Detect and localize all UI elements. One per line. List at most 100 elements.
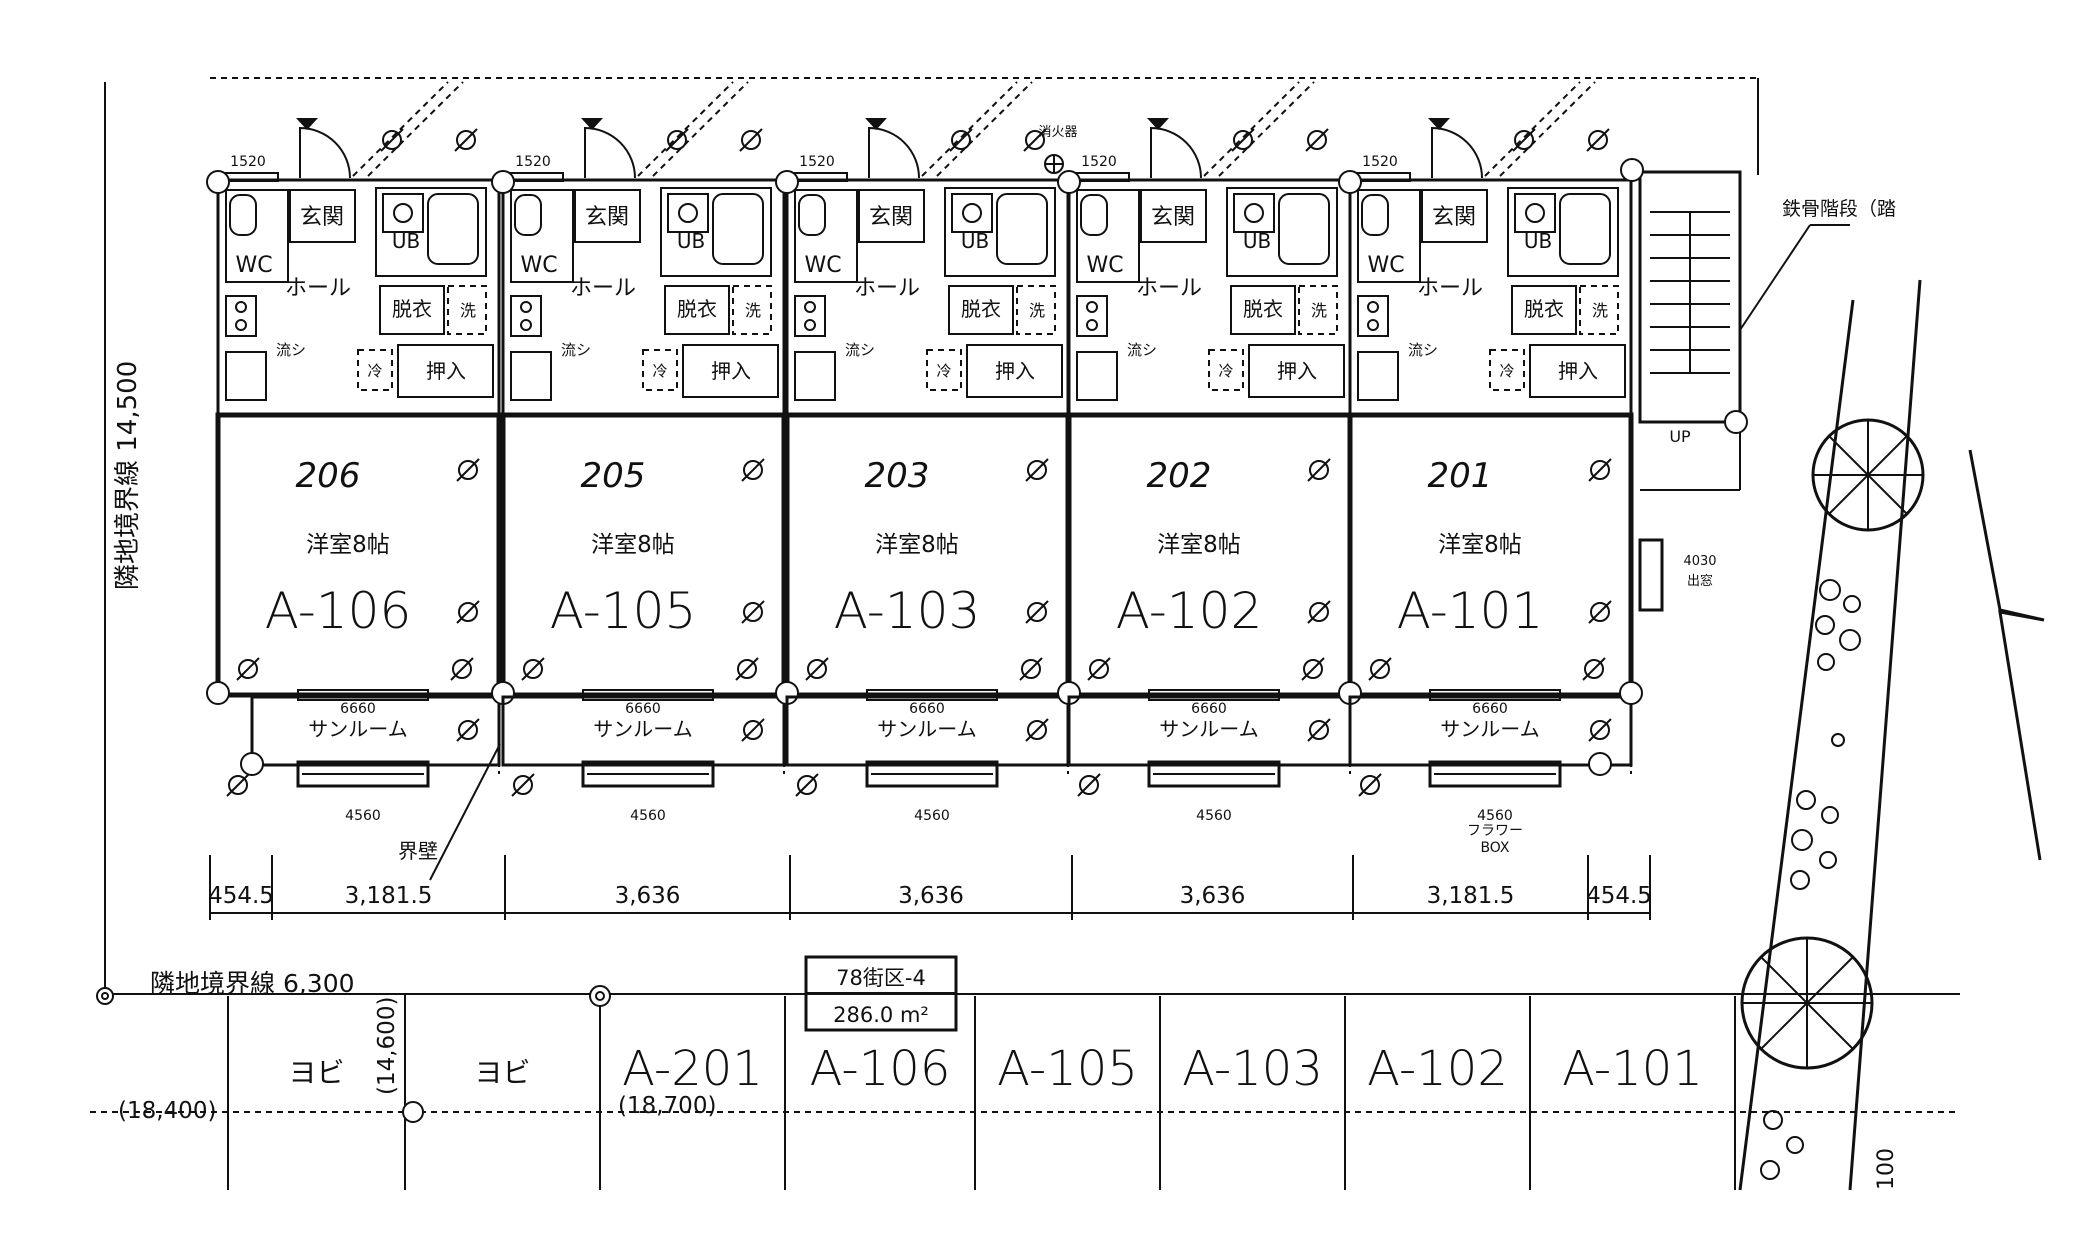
guide-line	[352, 81, 449, 177]
planting-strip	[1738, 279, 1925, 1191]
burner	[1086, 301, 1098, 313]
fridge-label: 冷	[367, 362, 382, 380]
toilet-icon	[229, 194, 257, 236]
closet	[682, 344, 779, 398]
toilet-icon	[798, 194, 826, 236]
burner	[804, 301, 816, 313]
guide-line	[1203, 81, 1300, 177]
sunroom-dim: 6660	[1472, 701, 1508, 717]
wash-label: 洗	[1311, 301, 1327, 320]
sunroom-window	[866, 689, 998, 701]
washbasin-bowl	[1244, 203, 1264, 223]
wash-label: 洗	[1029, 301, 1045, 320]
light-symbol	[1588, 600, 1612, 624]
unit-a-102: 1520玄関WCUBホール脱衣洗流シ冷押入202洋室8帖A-1026660サンル…	[1057, 81, 1353, 824]
entrance	[1140, 189, 1207, 243]
toilet-icon	[514, 194, 542, 236]
closet-label: 押入	[1277, 359, 1317, 383]
parking-space-label: A-201	[622, 1041, 763, 1097]
guide-line	[1484, 81, 1581, 177]
room-type-label: 洋室8帖	[1438, 532, 1522, 558]
dressing-label: 脱衣	[1524, 297, 1564, 321]
light-symbol	[665, 128, 689, 152]
light-symbol	[236, 657, 260, 681]
entrance-label: 玄関	[585, 205, 629, 230]
sunroom-dim: 6660	[340, 701, 376, 717]
washer-space	[1016, 285, 1056, 335]
bathroom	[375, 187, 487, 277]
fridge-space	[1489, 349, 1525, 391]
column	[1338, 170, 1362, 194]
boundary-horizontal-label: 隣地境界線 6,300	[150, 969, 355, 998]
column	[240, 752, 264, 776]
light-symbol	[1307, 600, 1331, 624]
wc-room	[510, 189, 574, 283]
parking-space-label: ヨビ	[288, 1056, 344, 1089]
closet	[397, 344, 494, 398]
burner	[520, 301, 532, 313]
washbasin	[667, 193, 709, 233]
light-symbol	[1588, 458, 1612, 482]
lower-dim-corner: 100	[1874, 1148, 1899, 1190]
dressing-room	[664, 285, 730, 335]
column	[1588, 752, 1612, 776]
sunroom-dim: 6660	[625, 701, 661, 717]
washbasin	[951, 193, 993, 233]
sink-label: 流シ	[1408, 341, 1438, 359]
unit-code: A-101	[1397, 582, 1544, 640]
bottom-window-dim: 4560	[1196, 808, 1232, 824]
guide-line	[936, 81, 1033, 177]
light-symbol	[735, 657, 759, 681]
burner	[235, 319, 247, 331]
entrance-label: 玄関	[1151, 205, 1195, 230]
hydrant-label: 消火器	[1038, 125, 1077, 140]
washbasin	[382, 193, 424, 233]
washer-space	[1579, 285, 1619, 335]
unit-number-handwritten: 206	[296, 456, 361, 496]
door-swing	[584, 126, 636, 179]
unit-a-105: 1520玄関WCUBホール脱衣洗流シ冷押入205洋室8帖A-1056660サンル…	[491, 81, 787, 824]
light-symbol	[1588, 718, 1612, 742]
service-core	[1348, 178, 1633, 417]
light-symbol	[949, 128, 973, 152]
column	[1057, 170, 1081, 194]
sunroom-label: サンルーム	[593, 717, 692, 741]
top-window-dim: 1520	[1362, 154, 1398, 170]
bath-label: UB	[1243, 229, 1271, 253]
unit-number-handwritten: 203	[865, 456, 930, 496]
door-arrow	[865, 118, 887, 130]
guide-line	[652, 81, 749, 177]
sunroom	[250, 695, 501, 767]
lower-dim-left: (18,400)	[118, 1098, 216, 1124]
closet-label: 押入	[995, 359, 1035, 383]
sunroom-dim: 6660	[1191, 701, 1227, 717]
dimension-value: 454.5	[1586, 883, 1652, 909]
light-symbol	[1512, 128, 1536, 152]
sunroom-label: サンルーム	[1159, 717, 1258, 741]
dimension-value: 3,636	[1180, 883, 1246, 909]
dressing-room	[379, 285, 445, 335]
bath-label: UB	[392, 229, 420, 253]
washer-space	[447, 285, 487, 335]
light-symbol	[454, 128, 478, 152]
hall-label: ホール	[1417, 276, 1483, 301]
light-symbol	[741, 600, 765, 624]
stairs-label: 鉄骨階段（踏	[1782, 198, 1896, 220]
door-arrow	[1428, 118, 1450, 130]
bathroom	[660, 187, 772, 277]
bottom-window	[296, 760, 430, 788]
entrance-label: 玄関	[869, 205, 913, 230]
top-window-dim: 1520	[1081, 154, 1117, 170]
unit-number-handwritten: 202	[1147, 456, 1212, 496]
sunroom-window	[297, 689, 429, 701]
north-arrow	[1968, 449, 2045, 861]
bathtub	[996, 193, 1048, 265]
bathtub	[712, 193, 764, 265]
service-core	[501, 178, 786, 417]
door-swing	[1150, 126, 1202, 179]
stove-icon	[1357, 295, 1389, 337]
unit-number-handwritten: 205	[581, 456, 646, 496]
wc-label: WC	[804, 253, 841, 278]
wash-label: 洗	[1592, 301, 1608, 320]
